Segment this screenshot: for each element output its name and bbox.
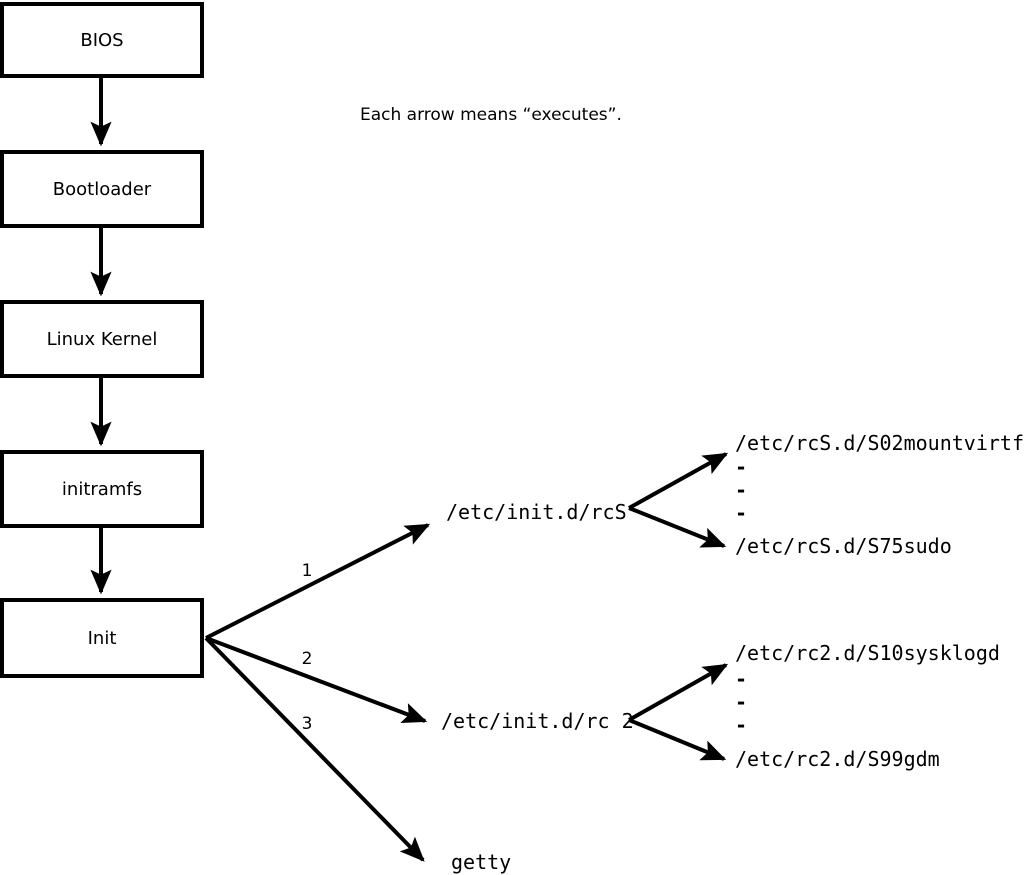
script-rc2-last: /etc/rc2.d/S99gdm <box>735 747 940 771</box>
arrow-rcs-to-last-script <box>628 506 727 548</box>
target-label-rc2: /etc/init.d/rc 2 <box>441 709 634 733</box>
box-bios-rect <box>0 2 204 78</box>
script-rcs-last: /etc/rcS.d/S75sudo <box>735 534 952 558</box>
box-bios-label: BIOS <box>80 30 123 51</box>
arrow-rc2-to-first-script <box>628 663 729 722</box>
box-initramfs-rect <box>0 450 204 528</box>
box-init-rect <box>0 598 204 678</box>
target-label-rcs: /etc/init.d/rcS <box>446 500 627 524</box>
arrow-rc2-to-last-script <box>628 718 727 761</box>
box-bootloader-rect <box>0 150 204 228</box>
box-kernel-rect <box>0 300 204 378</box>
box-kernel-label: Linux Kernel <box>47 329 158 350</box>
script-rcs-ellipsis-2: - <box>735 478 747 502</box>
box-initramfs-label: initramfs <box>62 479 142 500</box>
script-rcs-first: /etc/rcS.d/S02mountvirtfs <box>735 431 1024 455</box>
arrow-init-to-rc2 <box>205 636 428 723</box>
arrow-init-to-rcs <box>205 523 431 640</box>
box-bootloader-label: Bootloader <box>53 179 152 200</box>
box-init: Init <box>0 598 204 678</box>
script-rc2-ellipsis-3: - <box>735 713 747 737</box>
script-rcs-ellipsis-1: - <box>735 455 747 479</box>
script-rc2-ellipsis-1: - <box>735 667 747 691</box>
box-kernel: Linux Kernel <box>0 300 204 378</box>
edge-label-2: 2 <box>302 649 313 669</box>
legend-note: Each arrow means “executes”. <box>360 105 622 125</box>
box-initramfs: initramfs <box>0 450 204 528</box>
edge-label-3: 3 <box>302 714 313 734</box>
arrow-init-to-getty <box>204 636 425 862</box>
box-bootloader: Bootloader <box>0 150 204 228</box>
target-label-getty: getty <box>451 850 511 874</box>
box-bios: BIOS <box>0 2 204 78</box>
edge-label-1: 1 <box>302 561 313 581</box>
script-rc2-first: /etc/rc2.d/S10sysklogd <box>735 641 1000 665</box>
script-rcs-ellipsis-3: - <box>735 501 747 525</box>
script-rc2-ellipsis-2: - <box>735 690 747 714</box>
arrow-rcs-to-first-script <box>628 452 729 510</box>
box-init-label: Init <box>88 628 117 649</box>
